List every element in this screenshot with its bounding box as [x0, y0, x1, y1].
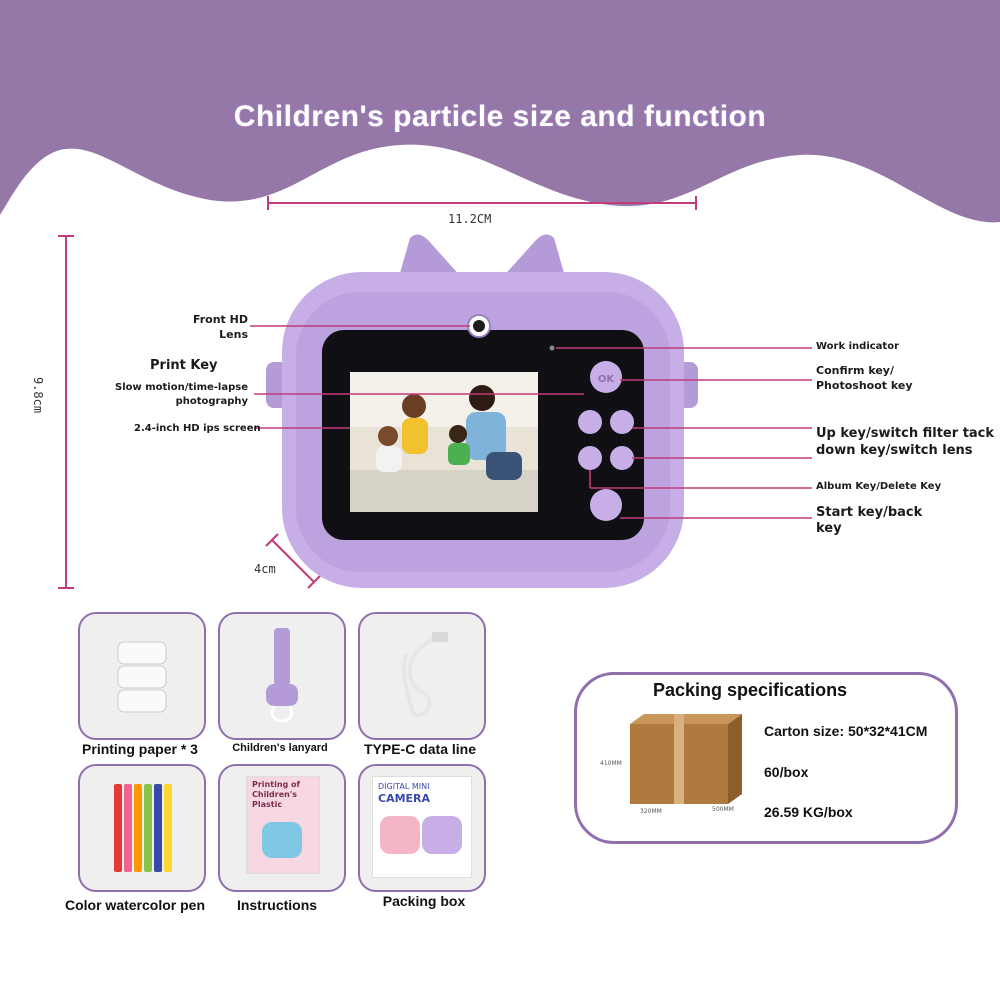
label-front-lens: Front HD Lens: [192, 313, 248, 341]
print-button: [578, 410, 602, 434]
package-text-1: DIGITAL MINI: [378, 782, 430, 791]
carton-height-label: 410MM: [600, 760, 622, 767]
label-screen: 2.4-inch HD ips screen: [134, 423, 261, 434]
caption-paper: Printing paper * 3: [82, 741, 198, 757]
accessory-card-paper: [78, 612, 206, 740]
weight-per-box: 26.59 KG/box: [764, 804, 853, 820]
caption-manual: Instructions: [236, 897, 318, 913]
carton-size: Carton size: 50*32*41CM: [764, 723, 928, 739]
label-print-key: Print Key: [150, 358, 218, 373]
usb-cable-icon: [401, 632, 448, 718]
ok-button: [590, 361, 622, 393]
up-button: [610, 410, 634, 434]
header-wave-background: [0, 0, 1000, 223]
accessory-card-box: DIGITAL MINI CAMERA: [358, 764, 486, 892]
svg-text:OK: OK: [598, 374, 616, 385]
label-confirm-key: Confirm key/ Photoshoot key: [816, 364, 913, 392]
manual-cover-text: Printing of Children's Plastic: [252, 780, 300, 809]
accessory-card-manual: Printing of Children's Plastic: [218, 764, 346, 892]
caption-box: Packing box: [382, 893, 466, 909]
caption-lanyard: Children's lanyard: [232, 742, 328, 754]
power-button: [590, 489, 622, 521]
label-start-key: Start key/back key: [816, 505, 923, 536]
carton-icon: [630, 714, 742, 804]
label-album-key: Album Key/Delete Key: [816, 481, 942, 492]
accessory-card-lanyard: [218, 612, 346, 740]
carton-depth-label: 500MM: [712, 806, 734, 813]
label-work-indicator: Work indicator: [816, 341, 899, 352]
accessory-card-pens: [78, 764, 206, 892]
album-button: [578, 446, 602, 470]
label-down-key: down key/switch lens: [816, 443, 973, 458]
dimension-lines: [58, 196, 697, 589]
depth-dimension: 4cm: [254, 562, 276, 576]
right-ear: [502, 234, 566, 280]
markers-icon: [114, 784, 172, 872]
paper-rolls-icon: [117, 641, 167, 713]
packing-heading: Packing specifications: [653, 680, 848, 700]
camera-illustration: OK: [250, 234, 812, 588]
lanyard-icon: [266, 628, 298, 723]
width-dimension: 11.2CM: [448, 212, 492, 226]
caption-cable: TYPE-C data line: [363, 741, 477, 757]
quantity-per-box: 60/box: [764, 764, 809, 780]
page-title: Children's particle size and function: [233, 100, 767, 133]
accessory-card-cable: [358, 612, 486, 740]
package-text-2: CAMERA: [378, 792, 431, 805]
carton-width-label: 320MM: [640, 808, 662, 815]
label-slow-motion: Slow motion/time-lapse photography: [115, 382, 248, 407]
camera-screen: [350, 372, 538, 512]
label-up-key: Up key/switch filter tack: [816, 426, 995, 441]
down-button: [610, 446, 634, 470]
left-ear: [398, 234, 462, 280]
caption-pens: Color watercolor pen: [64, 897, 206, 913]
